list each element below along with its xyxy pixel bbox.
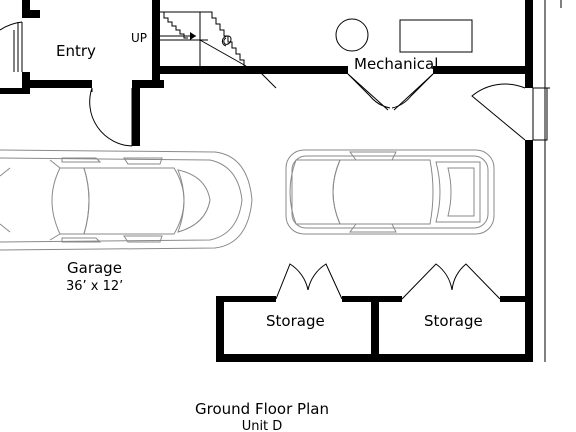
stair-arrow-head: [190, 32, 196, 40]
wall-east-bottom: [525, 140, 533, 362]
plan-title: Ground Floor Plan: [195, 400, 329, 418]
entry-exterior-door: [0, 21, 23, 72]
garage-dimensions: 36’ x 12’: [66, 279, 123, 294]
stair-break-line: [257, 69, 277, 89]
stairs: [154, 11, 277, 89]
walls: [0, 0, 533, 362]
mechanical-double-door: [347, 73, 434, 111]
wall-stair-partition: [152, 0, 160, 88]
wall-entry-top-stub: [22, 10, 40, 18]
wall-garage-west-top: [0, 88, 30, 94]
wall-storage-top-left: [216, 296, 276, 302]
wall-east-top: [525, 0, 533, 88]
water-heater: [335, 18, 369, 52]
wall-storage-divider: [371, 296, 379, 362]
room-label-storage-right: Storage: [424, 312, 483, 330]
stair-up-label: UP: [131, 31, 147, 45]
stair-curl: [221, 35, 232, 47]
wall-entry-bottom-right: [132, 80, 164, 88]
furnace: [399, 19, 473, 53]
wall-door-jamb: [132, 88, 140, 146]
car-right: [285, 149, 495, 235]
car-left: [0, 149, 253, 251]
room-label-storage-left: Storage: [266, 312, 325, 330]
storage-right-double-door: [401, 263, 501, 300]
wall-mechanical-bottom-left: [152, 66, 348, 74]
wall-entry-top: [22, 0, 30, 18]
room-label-entry: Entry: [56, 42, 96, 60]
wall-storage-top-right: [500, 296, 533, 302]
garage-entry-door: [89, 87, 133, 147]
plan-subtitle: Unit D: [242, 419, 283, 432]
wall-entry-bottom: [22, 80, 92, 88]
wall-mechanical-bottom-right: [433, 66, 533, 74]
east-exterior-door: [471, 83, 550, 141]
wall-storage-left-outer: [216, 296, 224, 362]
room-label-mechanical: Mechanical: [354, 55, 438, 73]
storage-left-double-door: [275, 263, 343, 300]
room-label-garage: Garage: [67, 259, 122, 277]
